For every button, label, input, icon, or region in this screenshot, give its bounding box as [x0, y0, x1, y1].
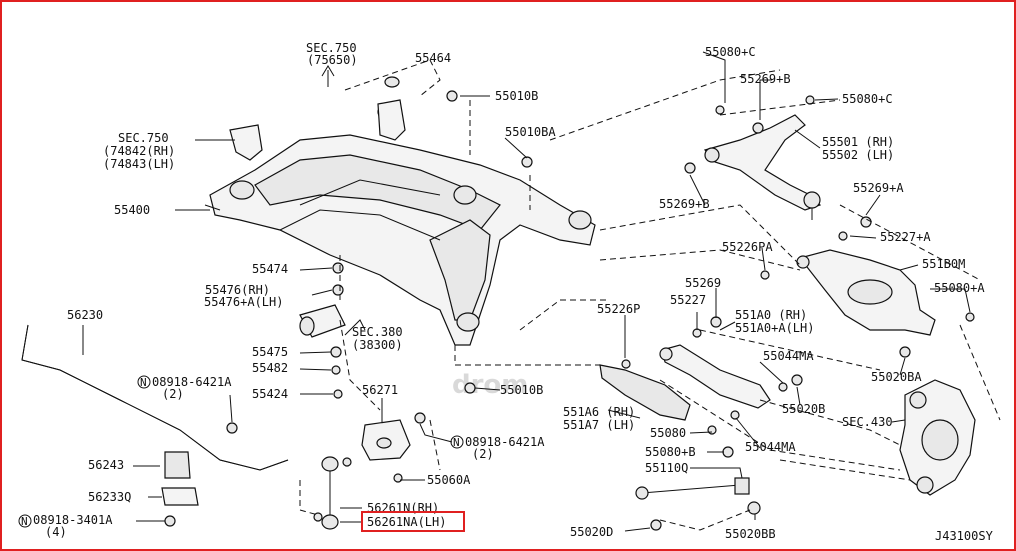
label-56230[interactable]: 56230: [67, 308, 103, 322]
label-55080c-1[interactable]: 55080+C: [705, 45, 756, 59]
label-55080[interactable]: 55080: [650, 426, 686, 440]
label-56243[interactable]: 56243: [88, 458, 124, 472]
label-55269[interactable]: 55269: [685, 276, 721, 290]
stabilizer-link-56261n[interactable]: [321, 456, 339, 530]
label-55226pa[interactable]: 55226PA: [722, 240, 773, 254]
label-56271[interactable]: 56271: [362, 383, 398, 397]
label-74842: (74842(RH): [103, 144, 175, 158]
watermark: drom: [452, 370, 528, 400]
label-sec380-sub: (38300): [352, 338, 403, 352]
label-sec750a-sub: (75650): [307, 53, 358, 67]
link-551a0[interactable]: [659, 344, 771, 409]
label-551a7[interactable]: 551A7 (LH): [563, 418, 635, 432]
label-56233q[interactable]: 56233Q: [88, 490, 131, 504]
label-55400[interactable]: 55400: [114, 203, 150, 217]
lower-arm-551b0m[interactable]: [796, 249, 936, 336]
label-55044ma-1[interactable]: 55044MA: [763, 349, 814, 363]
label-551b0m[interactable]: 551B0M: [922, 257, 965, 271]
highlight-box: [361, 511, 465, 532]
label-55269a[interactable]: 55269+A: [853, 181, 904, 195]
subframe-55400[interactable]: [204, 76, 596, 346]
label-55020ba[interactable]: 55020BA: [871, 370, 922, 384]
label-sec430[interactable]: SEC.430: [842, 415, 893, 429]
leader-lines: [82, 51, 971, 532]
label-08918-6421a-2-qty: (2): [472, 447, 494, 461]
label-55269b-1[interactable]: 55269+B: [740, 72, 791, 86]
fasteners: [164, 90, 975, 531]
label-55020bb[interactable]: 55020BB: [725, 527, 776, 541]
label-55010b-2[interactable]: 55010B: [500, 383, 543, 397]
knuckle-sec430[interactable]: [899, 379, 976, 496]
label-55020b[interactable]: 55020B: [782, 402, 825, 416]
label-55060a[interactable]: 55060A: [427, 473, 471, 487]
label-55474[interactable]: 55474: [252, 262, 288, 276]
label-55227[interactable]: 55227: [670, 293, 706, 307]
svg-text:N: N: [453, 436, 460, 449]
upper-arm-55501[interactable]: [703, 114, 822, 220]
label-55080b[interactable]: 55080+B: [645, 445, 696, 459]
label-55269b-2[interactable]: 55269+B: [659, 197, 710, 211]
part-labels: SEC.750 (75650) 55464 55010B 55010BA SEC…: [33, 41, 985, 541]
link-551a6[interactable]: [599, 364, 691, 421]
bracket-56271[interactable]: [361, 419, 411, 461]
label-55502[interactable]: 55502 (LH): [822, 148, 894, 162]
label-55044ma-2[interactable]: 55044MA: [745, 440, 796, 454]
label-55501[interactable]: 55501 (RH): [822, 135, 894, 149]
label-55080c-2[interactable]: 55080+C: [842, 92, 893, 106]
label-55475[interactable]: 55475: [252, 345, 288, 359]
label-sec380[interactable]: SEC.380: [352, 325, 403, 339]
label-08918-6421a-2[interactable]: 08918-6421A: [465, 435, 545, 449]
label-08918-3401a-qty: (4): [45, 525, 67, 539]
label-08918-6421a-1[interactable]: 08918-6421A: [152, 375, 232, 389]
label-55227a[interactable]: 55227+A: [880, 230, 931, 244]
label-55010b[interactable]: 55010B: [495, 89, 538, 103]
label-55110q[interactable]: 55110Q: [645, 461, 688, 475]
stabilizer-bar-56230[interactable]: [21, 324, 289, 506]
label-55482[interactable]: 55482: [252, 361, 288, 375]
label-55476rh[interactable]: 55476(RH): [205, 283, 270, 297]
label-08918-3401a[interactable]: 08918-3401A: [33, 513, 113, 527]
n-symbols: N N N: [18, 375, 464, 528]
label-55080a[interactable]: 55080+A: [934, 281, 985, 295]
label-551a0lh[interactable]: 551A0+A(LH): [735, 321, 814, 335]
label-56261na[interactable]: 56261NA(LH): [367, 515, 446, 529]
label-74843: (74843(LH): [103, 157, 175, 171]
label-55464[interactable]: 55464: [415, 51, 451, 65]
svg-text:N: N: [21, 515, 28, 528]
diagram-code: J43100SY: [935, 529, 994, 543]
label-551a0rh[interactable]: 551A0 (RH): [735, 308, 807, 322]
mount-sec380[interactable]: [299, 304, 346, 338]
label-55020d[interactable]: 55020D: [570, 525, 613, 539]
label-55476lh[interactable]: 55476+A(LH): [204, 295, 283, 309]
label-sec750b[interactable]: SEC.750: [118, 131, 169, 145]
label-sec750a[interactable]: SEC.750: [306, 41, 357, 55]
label-55010ba[interactable]: 55010BA: [505, 125, 556, 139]
toe-link-55110q[interactable]: [635, 477, 750, 500]
dashed-leaders: [299, 59, 1001, 531]
label-55226p[interactable]: 55226P: [597, 302, 640, 316]
label-08918-6421a-1-qty: (2): [162, 387, 184, 401]
label-55424[interactable]: 55424: [252, 387, 288, 401]
svg-text:N: N: [140, 376, 147, 389]
label-551a6[interactable]: 551A6 (RH): [563, 405, 635, 419]
